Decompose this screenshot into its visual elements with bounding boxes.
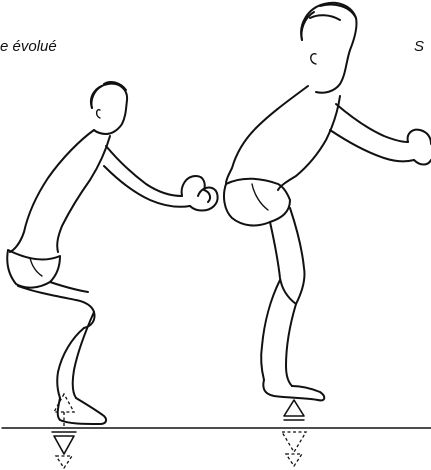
left-solid-triangle-down xyxy=(54,436,74,454)
left-pressure-marker xyxy=(52,394,76,468)
right-figure-foot xyxy=(263,380,324,400)
right-figure-arm-upper xyxy=(336,104,408,142)
left-figure-fist-upper xyxy=(182,176,210,202)
left-figure-arm-lower xyxy=(104,166,190,207)
right-figure-standing xyxy=(224,3,431,401)
left-dashed-triangle-down xyxy=(56,456,72,468)
right-figure-ear xyxy=(311,54,316,64)
left-figure-thigh-back xyxy=(50,282,88,292)
left-figure-torso-front xyxy=(57,136,110,252)
right-figure-calf xyxy=(286,304,296,386)
left-figure-foot xyxy=(58,398,106,424)
right-figure-hair xyxy=(302,5,357,41)
right-figure-thigh-front xyxy=(290,208,305,304)
right-figure-torso-front xyxy=(278,96,340,190)
left-figure-briefs-seam xyxy=(30,258,42,276)
right-figure-arm-lower xyxy=(330,130,414,161)
left-figure-ear xyxy=(97,110,100,118)
right-figure-back xyxy=(226,86,308,184)
right-figure-fist-lower xyxy=(414,160,431,165)
right-figure-shin xyxy=(261,280,280,380)
right-figure-fist-upper xyxy=(408,130,431,144)
left-figure-crouching xyxy=(7,82,217,424)
right-dashed-triangle-small xyxy=(286,454,302,466)
right-dashed-triangle-down xyxy=(282,432,306,452)
right-figure-briefs-seam xyxy=(252,184,268,210)
right-solid-triangle-up xyxy=(284,400,304,416)
left-figure-arm-upper xyxy=(106,146,182,196)
left-figure-shin xyxy=(57,328,84,398)
right-pressure-marker xyxy=(282,400,306,466)
left-figure-thigh xyxy=(18,286,95,328)
right-figure-briefs xyxy=(224,179,290,226)
left-figure-hair xyxy=(91,82,126,108)
